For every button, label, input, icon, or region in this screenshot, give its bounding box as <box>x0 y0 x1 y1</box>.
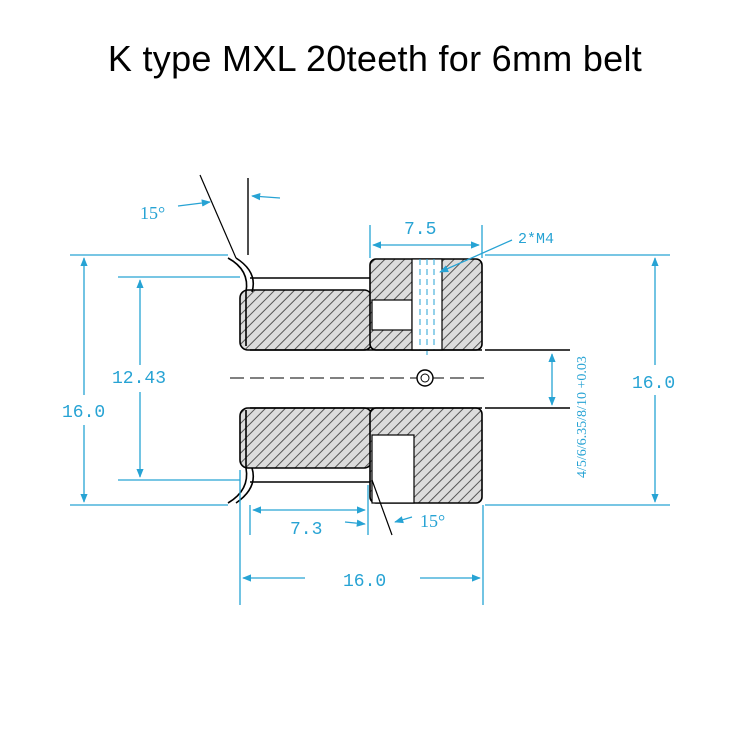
total-length-label: 16.0 <box>343 572 386 592</box>
angle-bottom-label: 15° <box>420 511 445 531</box>
tooth-width-label: 7.3 <box>290 520 322 540</box>
hub-width-label: 7.5 <box>404 220 436 240</box>
flange <box>227 257 370 504</box>
dimension-lines <box>70 174 670 605</box>
lower-tooth-section <box>239 407 373 469</box>
inner-diameter-label: 12.43 <box>112 369 166 389</box>
dimension-labels: 15° 7.5 2*M4 12.43 16.0 16.0 4/5/6/6.35/… <box>62 203 675 592</box>
pulley-section <box>239 258 483 504</box>
outer-height-left-label: 16.0 <box>62 403 105 423</box>
outer-height-right-label: 16.0 <box>632 374 675 394</box>
screw-label: 2*M4 <box>518 231 554 248</box>
angle-top-label: 15° <box>140 203 165 223</box>
page-title: K type MXL 20teeth for 6mm belt <box>107 38 643 79</box>
bore <box>230 349 490 409</box>
bore-options-label: 4/5/6/6.35/8/10 +0.03 <box>575 356 590 478</box>
upper-tooth-section <box>239 289 373 351</box>
